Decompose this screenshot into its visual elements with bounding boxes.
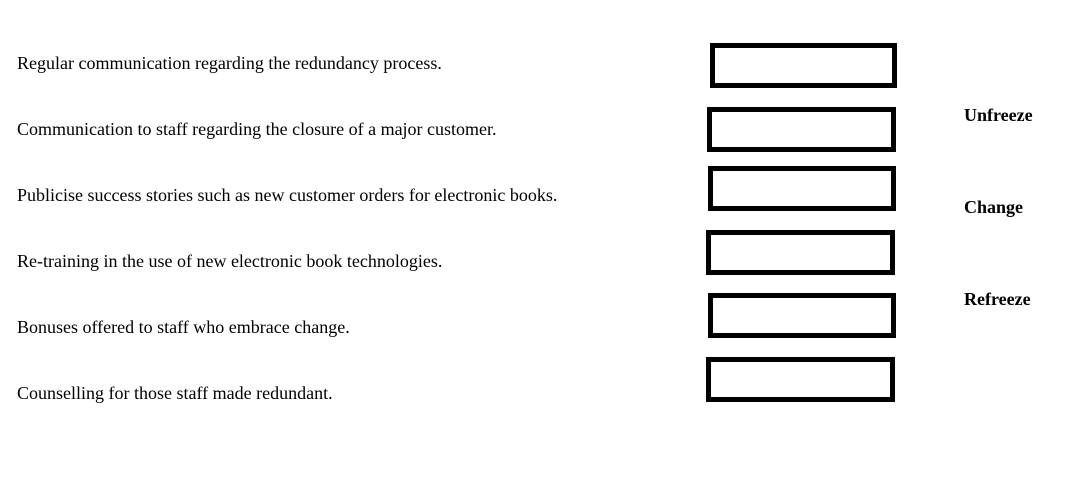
statement-4: Re-training in the use of new electronic… (17, 251, 443, 271)
stage-label-refreeze[interactable]: Refreeze (964, 289, 1031, 309)
drop-zone-3[interactable] (708, 166, 896, 211)
drop-zone-6[interactable] (706, 357, 895, 402)
stage-label-unfreeze[interactable]: Unfreeze (964, 105, 1033, 125)
drop-zone-1[interactable] (710, 43, 897, 88)
statement-5: Bonuses offered to staff who embrace cha… (17, 317, 350, 337)
stage-label-change[interactable]: Change (964, 197, 1024, 217)
drop-zone-2[interactable] (707, 107, 896, 152)
statement-6: Counselling for those staff made redunda… (17, 383, 333, 403)
drop-zone-5[interactable] (708, 293, 896, 338)
drop-zone-4[interactable] (706, 230, 895, 275)
statement-1: Regular communication regarding the redu… (17, 53, 442, 73)
statement-3: Publicise success stories such as new cu… (17, 185, 558, 205)
statement-2: Communication to staff regarding the clo… (17, 119, 497, 139)
